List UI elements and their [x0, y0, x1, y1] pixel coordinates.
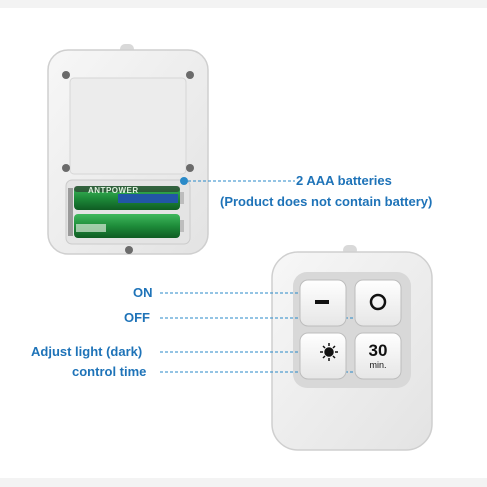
bottom-strip — [0, 478, 487, 487]
spring-contact — [68, 188, 73, 236]
circle-icon — [369, 293, 387, 311]
adjust-label: Adjust light (dark) — [31, 344, 143, 359]
battery-brand: ANTPOWER — [88, 186, 139, 195]
screw-icon — [62, 71, 70, 79]
adjust-button — [299, 332, 347, 380]
timer-unit: min. — [369, 360, 387, 370]
sun-icon — [320, 343, 338, 361]
minus-icon — [315, 300, 329, 304]
screw-icon — [186, 164, 194, 172]
off-button — [354, 279, 402, 327]
remote-back — [47, 44, 209, 255]
control-label: control time — [72, 364, 147, 379]
remote-front — [271, 245, 433, 451]
screw-icon — [62, 164, 70, 172]
screw-icon — [186, 71, 194, 79]
battery-1 — [74, 186, 184, 210]
timer-button — [354, 332, 402, 380]
battery-2 — [74, 214, 184, 238]
on-label: ON — [133, 285, 153, 300]
top-strip — [0, 0, 487, 8]
batteries-label-line1: 2 AAA batteries — [296, 173, 392, 188]
timer-value: 30 — [368, 341, 388, 360]
screw-icon — [125, 246, 133, 254]
back-panel — [69, 77, 187, 175]
off-label: OFF — [124, 310, 150, 325]
batteries-label-line2: (Product does not contain battery) — [220, 194, 433, 209]
on-button — [299, 279, 347, 327]
leader-dot — [180, 177, 188, 185]
